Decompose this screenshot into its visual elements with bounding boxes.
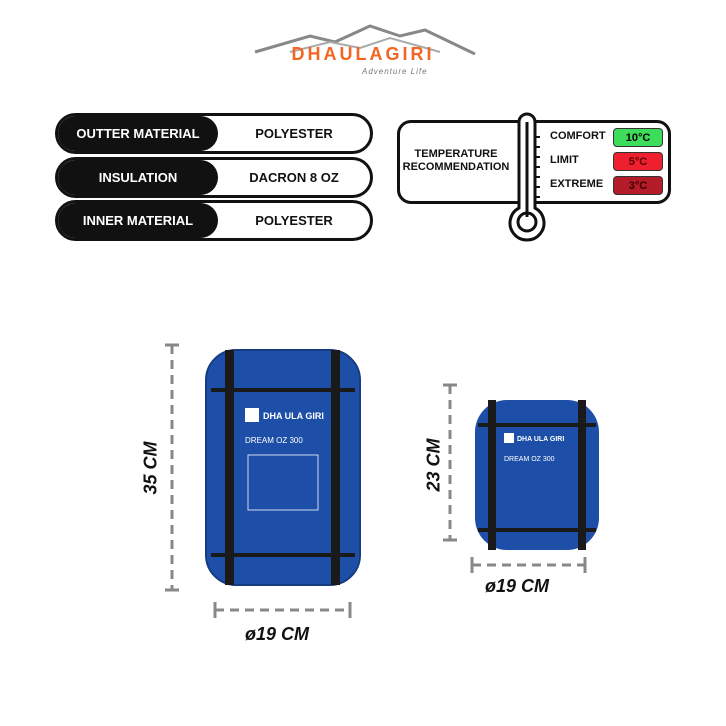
spec-label: INNER MATERIAL: [58, 203, 218, 238]
comfort-label: COMFORT: [550, 130, 606, 142]
spec-value: POLYESTER: [255, 126, 333, 141]
extreme-label: EXTREME: [550, 178, 604, 190]
spec-row-inner-material: INNER MATERIAL POLYESTER: [55, 200, 373, 241]
height-label-large: 35 CM: [140, 441, 161, 495]
limit-value: 5°C: [613, 152, 663, 171]
extreme-value: 3°C: [613, 176, 663, 195]
spec-label: INSULATION: [58, 160, 218, 195]
limit-label: LIMIT: [550, 154, 579, 166]
comfort-value: 10°C: [613, 128, 663, 147]
bag-label-large: DHA ULA GIRI: [263, 411, 324, 421]
spec-label: OUTTER MATERIAL: [58, 116, 218, 151]
bag-label-small: DHA ULA GIRI: [517, 436, 564, 443]
temperature-title-line2: RECOMMENDATION: [402, 161, 510, 173]
dimension-lines-large: [165, 343, 352, 618]
dimension-lines-small: [443, 383, 587, 573]
brand-logo-mountains: [254, 24, 476, 56]
bag-model-large: DREAM OZ 300: [245, 436, 303, 445]
height-label-small: 23 CM: [423, 438, 444, 492]
diameter-label-large: ø19 CM: [245, 624, 310, 644]
sleeping-bag-large: DHA ULA GIRI DREAM OZ 300: [205, 349, 361, 586]
brand-tagline: Adventure Life: [362, 67, 428, 76]
spec-row-outer-material: OUTTER MATERIAL POLYESTER: [55, 113, 373, 154]
bag-model-small: DREAM OZ 300: [504, 456, 555, 463]
spec-row-insulation: INSULATION DACRON 8 OZ: [55, 157, 373, 198]
temperature-title-line1: TEMPERATURE: [414, 148, 498, 160]
brand-name: DHAULAGIRI: [291, 44, 435, 64]
sleeping-bag-small: DHA ULA GIRI DREAM OZ 300: [475, 400, 599, 550]
spec-value: POLYESTER: [255, 213, 333, 228]
diameter-label-small: ø19 CM: [485, 576, 550, 596]
thermometer-icon: [508, 112, 546, 242]
spec-value: DACRON 8 OZ: [249, 170, 339, 185]
